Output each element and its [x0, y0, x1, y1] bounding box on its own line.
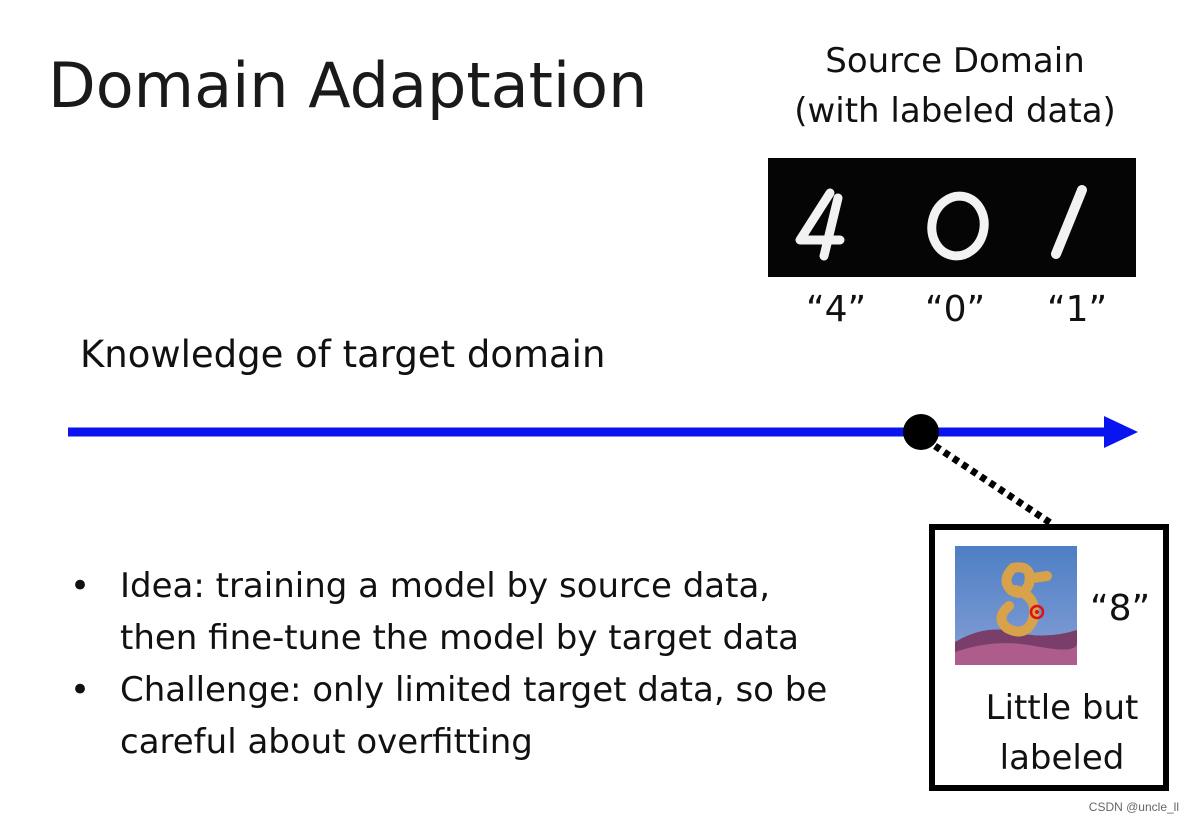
bullet-item-idea: • Idea: training a model by source data,…: [70, 560, 870, 664]
target-caption-line1: Little but: [985, 688, 1139, 728]
bullet-list: • Idea: training a model by source data,…: [70, 560, 870, 768]
source-domain-heading: Source Domain (with labeled data): [760, 36, 1150, 136]
source-domain-title: Source Domain: [825, 41, 1085, 81]
target-caption: Little but labeled: [972, 683, 1152, 783]
marker-dot-icon: [903, 414, 939, 450]
watermark: CSDN @uncle_ll: [1088, 800, 1179, 814]
target-caption-line2: labeled: [999, 738, 1125, 778]
bullet-item-challenge: • Challenge: only limited target data, s…: [70, 664, 870, 768]
digit-label-0: “0”: [925, 289, 986, 330]
axis-label: Knowledge of target domain: [80, 333, 606, 376]
bullet-idea-line1: Idea: training a model by source data,: [120, 566, 771, 606]
bullet-idea-line2: then fine-tune the model by target data: [120, 618, 800, 658]
handwritten-digits-image: [795, 185, 1087, 261]
bullet-glyph: •: [70, 566, 91, 606]
target-digit-label: “8”: [1090, 588, 1151, 629]
bullet-challenge-line2: careful about overfitting: [120, 722, 533, 762]
digit-label-1: “1”: [1047, 289, 1108, 330]
dotted-connector: [933, 443, 1054, 527]
slide-title: Domain Adaptation: [48, 49, 648, 122]
source-domain-subtitle: (with labeled data): [794, 91, 1116, 131]
source-digit-images: [768, 158, 1136, 277]
bullet-challenge-line1: Challenge: only limited target data, so …: [120, 670, 828, 710]
bullet-glyph: •: [70, 670, 91, 710]
digit-label-4: “4”: [806, 289, 867, 330]
target-digit-image: [955, 546, 1077, 665]
arrow-right-icon: [1104, 416, 1138, 448]
